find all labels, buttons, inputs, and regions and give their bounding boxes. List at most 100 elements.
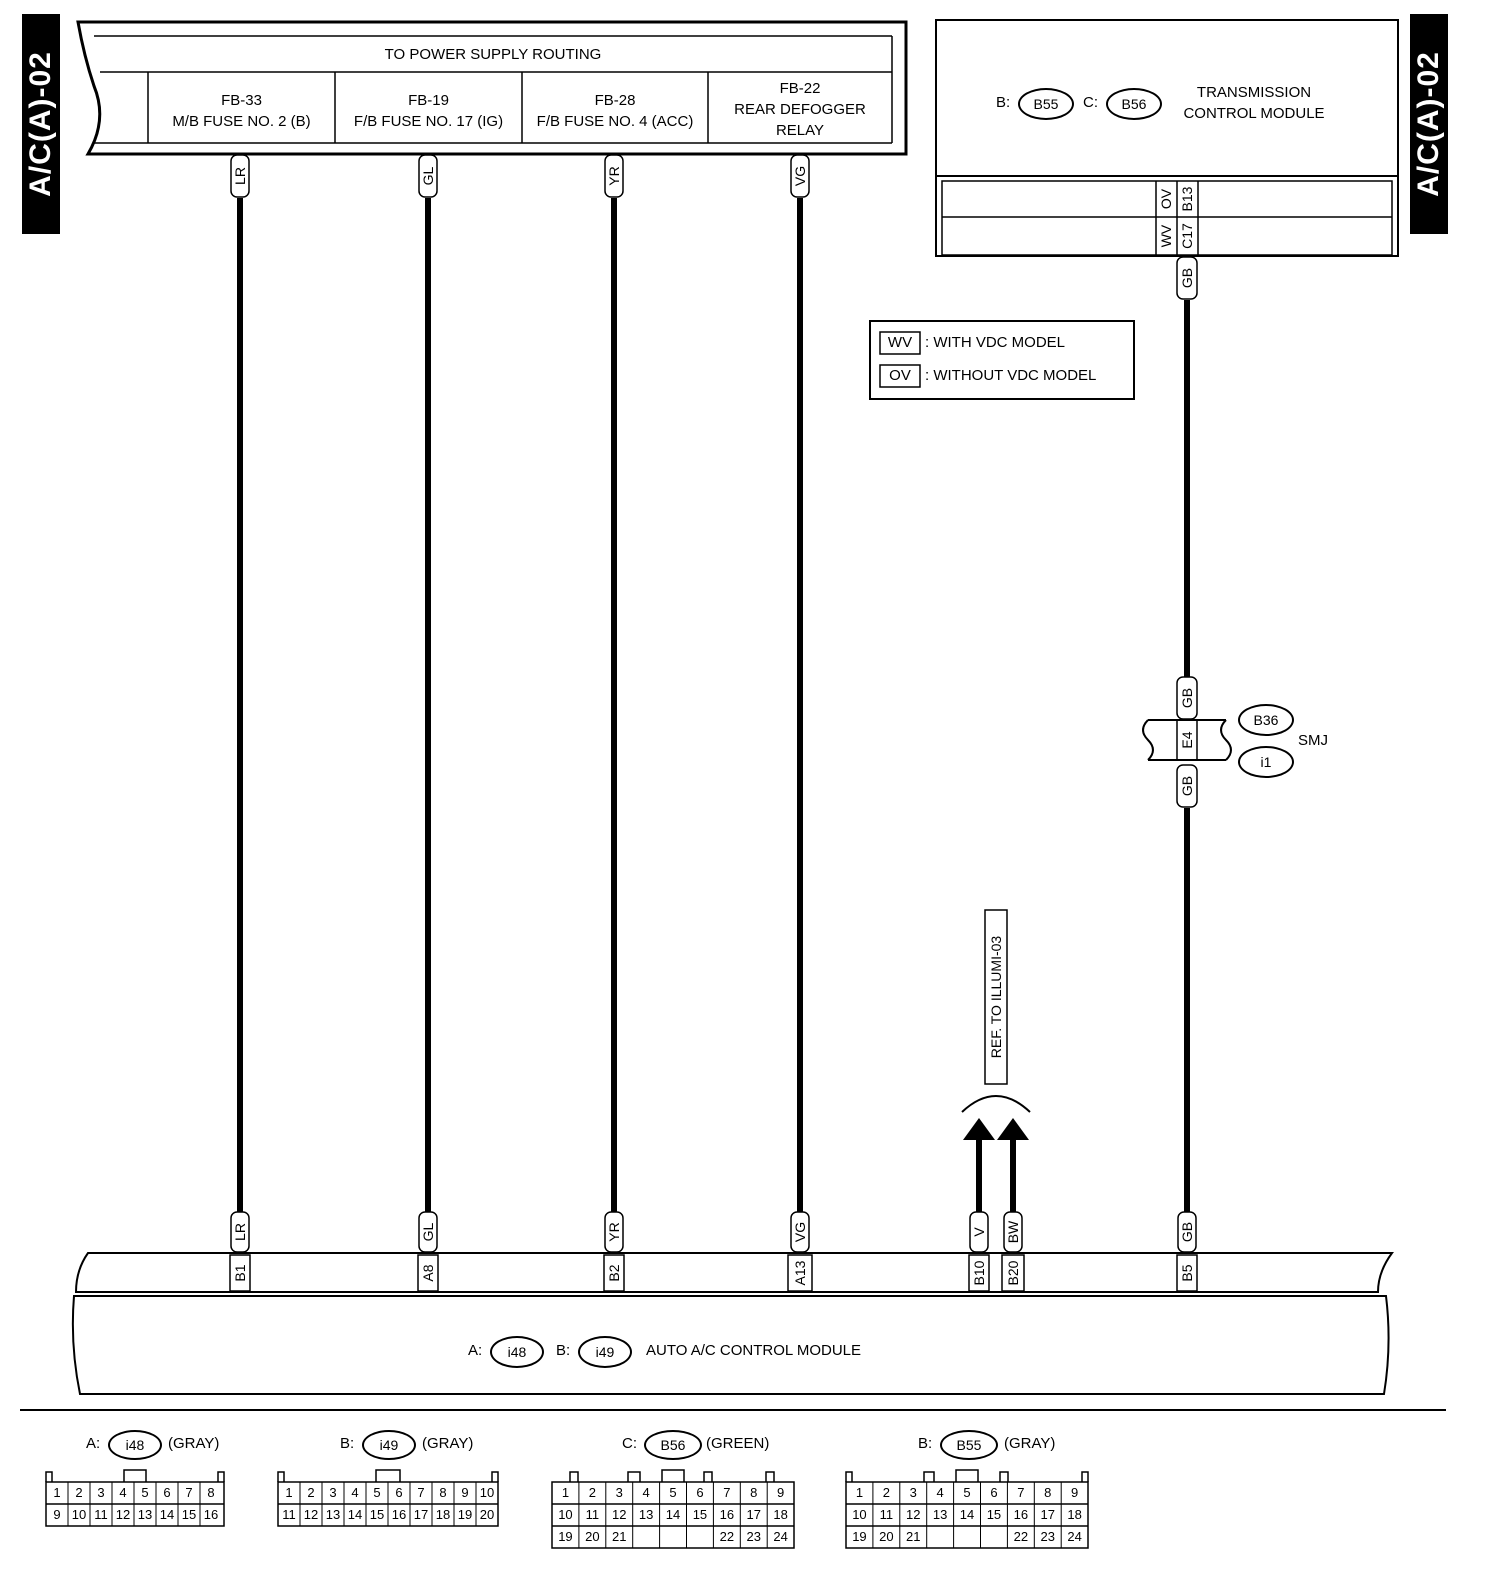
connector-pin-b55-2: 2 bbox=[882, 1485, 890, 1500]
connector-pin-i49-11: 11 bbox=[282, 1507, 296, 1522]
connector-pin-b56-14: 14 bbox=[665, 1507, 681, 1522]
legend-code-ov: OV bbox=[889, 367, 911, 384]
smj-body bbox=[1142, 719, 1232, 761]
connector-pin-b55-11: 11 bbox=[879, 1507, 894, 1522]
connector-pin-b56-5: 5 bbox=[669, 1485, 677, 1500]
wire-color-bottom-gl-a8: GL bbox=[420, 1222, 436, 1242]
connector-pin-b55-9: 9 bbox=[1071, 1485, 1079, 1500]
connector-pin-b55-6: 6 bbox=[990, 1485, 998, 1500]
conn-b-id: i49 bbox=[362, 1430, 416, 1460]
page-tab-left: A/C(A)-02 bbox=[22, 14, 60, 234]
connector-pin-b56-15: 15 bbox=[692, 1507, 708, 1522]
connector-pin-b56-9: 9 bbox=[777, 1485, 785, 1500]
conn-d-color: (GRAY) bbox=[1004, 1435, 1056, 1452]
connector-pin-i48-2: 2 bbox=[75, 1485, 83, 1500]
fuse-cell-2: FB-19 F/B FUSE NO. 17 (IG) bbox=[335, 90, 522, 132]
connector-pin-b56-12: 12 bbox=[612, 1507, 627, 1522]
connector-pin-b56-24: 24 bbox=[773, 1529, 788, 1544]
module-title: AUTO A/C CONTROL MODULE bbox=[646, 1342, 862, 1359]
connector-pin-b56-22: 22 bbox=[719, 1529, 735, 1544]
tcm-variant-ov: OV bbox=[1158, 188, 1174, 210]
connector-pin-b56-16: 16 bbox=[719, 1507, 735, 1522]
conn-d-prefix: B: bbox=[918, 1435, 933, 1452]
connector-pin-b55-23: 23 bbox=[1040, 1529, 1055, 1544]
connector-pin-b56-10: 10 bbox=[558, 1507, 573, 1522]
legend-code-wv: WV bbox=[887, 334, 913, 351]
smj-label: SMJ bbox=[1298, 732, 1328, 749]
connector-pin-i49-3: 3 bbox=[329, 1485, 337, 1500]
module-pin-lr-b1: B1 bbox=[232, 1264, 248, 1282]
tcm-variant-wv: WV bbox=[1158, 224, 1174, 248]
connector-pin-b56-20: 20 bbox=[585, 1529, 600, 1544]
connector-pin-i48-6: 6 bbox=[163, 1485, 171, 1500]
fuse-cell-1: FB-33 M/B FUSE NO. 2 (B) bbox=[148, 90, 335, 132]
connector-pin-i48-3: 3 bbox=[97, 1485, 105, 1500]
connector-pin-b56-4: 4 bbox=[642, 1485, 650, 1500]
connector-pin-b56-2: 2 bbox=[588, 1485, 596, 1500]
fuse-cell-2-line2: F/B FUSE NO. 17 (IG) bbox=[353, 113, 504, 130]
connector-pin-b55-10: 10 bbox=[852, 1507, 867, 1522]
connector-pin-b55-20: 20 bbox=[879, 1529, 894, 1544]
connector-pin-i49-7: 7 bbox=[417, 1485, 425, 1500]
wire-tags-top bbox=[230, 154, 1198, 808]
legend-text-wv: : WITH VDC MODEL bbox=[925, 334, 1066, 351]
module-pin-gl-a8: A8 bbox=[420, 1264, 436, 1282]
module-connector-i49: i49 bbox=[578, 1336, 632, 1368]
connector-pin-i49-5: 5 bbox=[373, 1485, 381, 1500]
power-supply-title: TO POWER SUPPLY ROUTING bbox=[384, 46, 602, 63]
connector-pin-i48-14: 14 bbox=[159, 1507, 175, 1522]
fuse-cell-3-line1: FB-28 bbox=[594, 92, 636, 109]
connector-pin-i48-9: 9 bbox=[53, 1507, 61, 1522]
connector-pin-b55-18: 18 bbox=[1067, 1507, 1082, 1522]
tcm-connector-b55: B55 bbox=[1018, 88, 1074, 120]
connector-pin-b56-18: 18 bbox=[773, 1507, 788, 1522]
connector-pin-b55-7: 7 bbox=[1017, 1485, 1025, 1500]
connector-pin-b55-1: 1 bbox=[855, 1485, 864, 1500]
connector-pin-b56-21: 21 bbox=[612, 1529, 627, 1544]
connector-pin-i49-8: 8 bbox=[439, 1485, 447, 1500]
connector-pin-i49-13: 13 bbox=[325, 1507, 341, 1522]
tcm-title: TRANSMISSION CONTROL MODULE bbox=[1166, 82, 1342, 124]
connector-pin-b55-12: 12 bbox=[906, 1507, 921, 1522]
control-module-box bbox=[71, 1252, 1394, 1395]
wire-color-bottom-vg-a13: VG bbox=[792, 1221, 808, 1243]
connector-pin-b56-3: 3 bbox=[615, 1485, 623, 1500]
conn-d-id: B55 bbox=[940, 1430, 998, 1460]
connector-pin-grid bbox=[67, 1482, 1062, 1548]
conn-a-color: (GRAY) bbox=[168, 1435, 220, 1452]
ref-illumi-label: REF. TO ILLUMI-03 bbox=[988, 935, 1004, 1059]
conn-b-color: (GRAY) bbox=[422, 1435, 474, 1452]
connector-pin-i48-8: 8 bbox=[207, 1485, 215, 1500]
module-prefix-a: A: bbox=[468, 1342, 483, 1359]
wire-color-bottom-bw-b20: BW bbox=[1005, 1220, 1021, 1244]
connector-pin-i49-17: 17 bbox=[413, 1507, 429, 1522]
connector-pin-b55-5: 5 bbox=[963, 1485, 971, 1500]
connector-pin-b55-21: 21 bbox=[906, 1529, 921, 1544]
fuse-cell-4-line2: REAR DEFOGGER bbox=[734, 101, 866, 118]
module-prefix-b: B: bbox=[556, 1342, 571, 1359]
fuse-cell-3-line2: F/B FUSE NO. 4 (ACC) bbox=[536, 113, 694, 130]
tcm-prefix-b: B: bbox=[996, 94, 1011, 111]
connector-pin-i49-14: 14 bbox=[347, 1507, 363, 1522]
connector-pin-b55-15: 15 bbox=[986, 1507, 1002, 1522]
connector-pin-b55-22: 22 bbox=[1013, 1529, 1029, 1544]
wire-color-bottom-lr-b1: LR bbox=[232, 1223, 248, 1241]
connector-pin-b55-4: 4 bbox=[936, 1485, 944, 1500]
connector-pin-b56-6: 6 bbox=[696, 1485, 704, 1500]
conn-c-color: (GREEN) bbox=[706, 1435, 770, 1452]
smj-connector-i1: i1 bbox=[1238, 746, 1294, 778]
connector-pin-b55-3: 3 bbox=[909, 1485, 917, 1500]
fuse-cell-1-line1: FB-33 bbox=[221, 92, 262, 109]
wire-color-bottom-gb-b5: GB bbox=[1179, 1221, 1195, 1243]
connector-pin-b55-17: 17 bbox=[1040, 1507, 1055, 1522]
wire-color-top-yr-b2: YR bbox=[606, 166, 622, 186]
conn-c-id: B56 bbox=[644, 1430, 702, 1460]
connector-pin-i49-20: 20 bbox=[479, 1507, 495, 1522]
connector-frames bbox=[45, 1469, 1089, 1549]
connector-pin-b56-1: 1 bbox=[561, 1485, 570, 1500]
connector-pin-i48-7: 7 bbox=[185, 1485, 193, 1500]
module-connector-i48: i48 bbox=[490, 1336, 544, 1368]
wire-color-top-vg-a13: VG bbox=[792, 165, 808, 187]
connector-pin-i49-2: 2 bbox=[307, 1485, 315, 1500]
